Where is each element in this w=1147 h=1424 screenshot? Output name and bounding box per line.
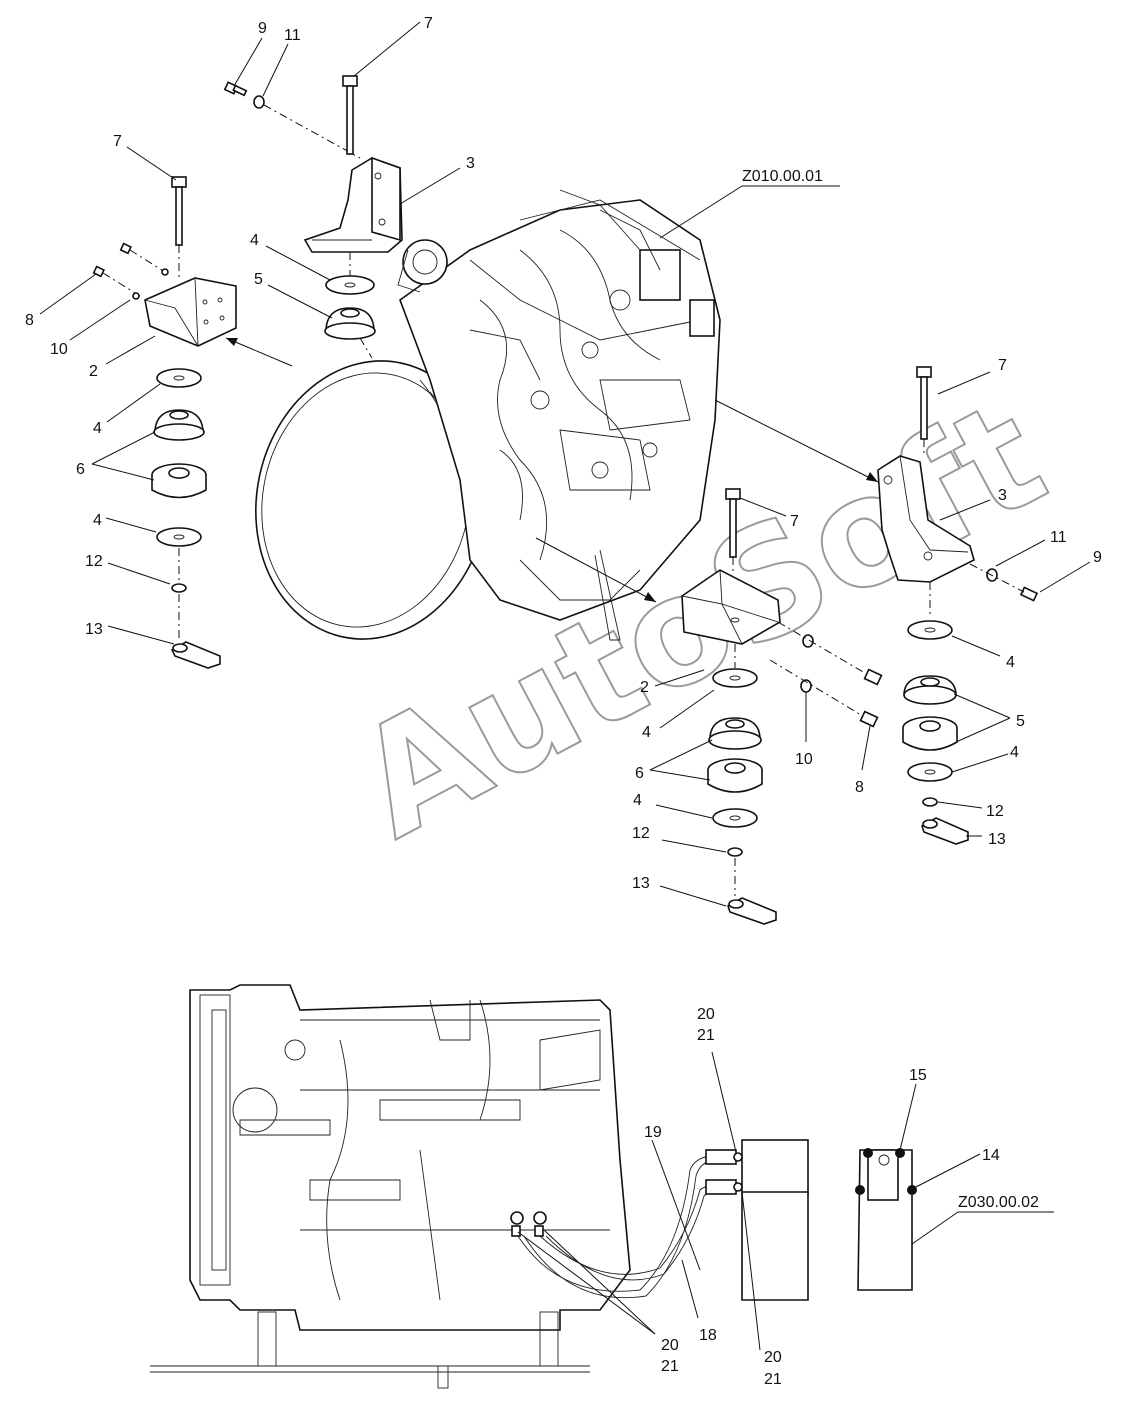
callout-13: 13 [632,875,650,892]
rubber-mount-6-center-bottom [707,758,763,793]
washer-4-left-bottom [156,527,202,547]
callout-4: 4 [633,792,642,809]
callout-20: 20 [697,1006,715,1023]
callout-11: 11 [1050,529,1067,546]
callout-2: 2 [89,363,98,380]
callout-5: 5 [1016,713,1025,730]
callout-13: 13 [988,831,1006,848]
callout-21: 21 [661,1358,679,1375]
foot-13-center [727,897,777,925]
callout-8: 8 [25,312,34,329]
filter-reference: Z030.00.02 [958,1194,1039,1211]
foot-13-right [921,817,969,845]
callout-12: 12 [986,803,1004,820]
callout-4: 4 [93,512,102,529]
callout-21: 21 [764,1371,782,1388]
callout-20: 20 [661,1337,679,1354]
rubber-mount-6-left-top [153,409,205,441]
callout-5: 5 [254,271,263,288]
callout-9: 9 [258,20,267,37]
washer-10-left [132,292,140,300]
foot-13-left [170,641,221,669]
callout-3: 3 [998,487,1007,504]
rubber-mount-5-right-top [903,675,957,705]
bracket-3-top [303,156,403,253]
callout-9: 9 [1093,549,1102,566]
callout-4: 4 [250,232,259,249]
callout-4: 4 [1010,744,1019,761]
callout-7: 7 [998,357,1007,374]
callout-8: 8 [855,779,864,796]
washer-11-top [253,95,265,109]
center-mount-stack [535,488,883,925]
bolt-9-right [1019,586,1039,602]
callout-13: 13 [85,621,103,638]
nut-12-left [171,583,187,593]
washer-4-center-top [712,668,758,688]
callout-2: 2 [640,679,649,696]
bracket-2-left [144,277,237,347]
bolt-7-left [171,176,187,246]
callout-7: 7 [790,513,799,530]
callout-20: 20 [764,1349,782,1366]
callout-6: 6 [635,765,644,782]
callout-14: 14 [982,1147,1000,1164]
callout-12: 12 [85,553,103,570]
rubber-mount-6-left-bottom [151,463,207,499]
callout-21: 21 [697,1027,715,1044]
callout-10: 10 [795,751,813,768]
callout-18: 18 [699,1327,717,1344]
callout-4: 4 [93,420,102,437]
bracket-3-right [877,455,975,583]
washer-4-top [325,275,375,295]
callout-10: 10 [50,341,68,358]
bolt-8-center [859,668,883,728]
leader-lines [39,21,1091,1351]
rubber-mount-6-center-top [708,717,762,750]
callout-labels: 9 11 7 3 7 4 5 8 10 2 4 6 4 12 13 Z010.0… [25,15,1102,1388]
fuel-filter-assembly [705,1139,809,1301]
callout-7: 7 [113,133,122,150]
bolt-8-left [92,242,132,278]
washer-4-left-top [156,368,202,388]
callout-12: 12 [632,825,650,842]
nut-12-right [922,797,938,807]
callout-4: 4 [642,724,651,741]
callout-19: 19 [644,1124,662,1141]
top-mount-stack [223,75,403,359]
bracket-2-center [681,569,781,645]
callout-15: 15 [909,1067,927,1084]
washer-4-right-top [907,620,953,640]
left-mount-stack [92,176,293,669]
washer-4-center-bottom [712,808,758,828]
upper-engine-assembly [255,189,721,641]
rubber-mount-5-right-bottom [902,716,958,751]
washer-10-center-a [802,634,814,648]
bolt-7-top [342,75,358,155]
nut-12-center [727,847,743,857]
rubber-mount-5-top [324,307,376,340]
callout-4: 4 [1006,654,1015,671]
lower-engine-side-view [150,984,631,1389]
callout-6: 6 [76,461,85,478]
callout-3: 3 [466,155,475,172]
washer-4-right-bottom [907,762,953,782]
callout-11: 11 [284,27,301,44]
filter-z030 [855,1148,917,1291]
callout-7: 7 [424,15,433,32]
engine-reference: Z010.00.01 [742,168,823,185]
bolt-9-top [223,81,248,97]
